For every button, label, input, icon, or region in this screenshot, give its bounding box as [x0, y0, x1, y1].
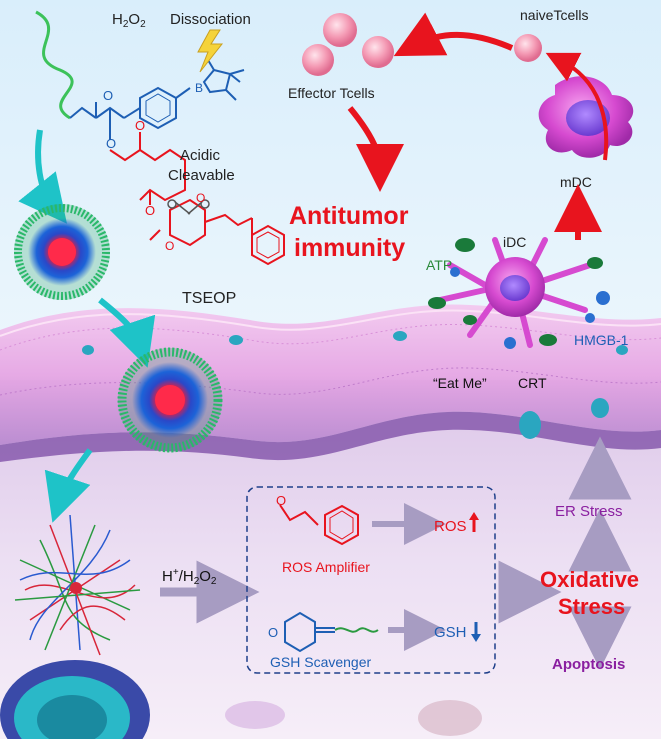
- effector-tcells: [302, 13, 394, 76]
- gsh-label: GSH: [434, 624, 467, 641]
- chem-atom-o4: O: [145, 203, 155, 218]
- polymer-chain: [35, 10, 74, 120]
- eat-me-label: “Eat Me”: [433, 375, 487, 391]
- h2o2-label: H2O2: [112, 11, 146, 30]
- ros-amplifier-o: O: [276, 493, 286, 508]
- reaction-box: [246, 486, 496, 674]
- flow-arrow-1: [18, 129, 67, 224]
- gsh-scavenger-structure: [284, 611, 379, 653]
- ros-amplifier-label: ROS Amplifier: [282, 559, 370, 575]
- organelle-mitochondria: [225, 701, 285, 729]
- micelle-1: [14, 204, 110, 300]
- gsh-scavenger-o: O: [268, 625, 278, 640]
- atp-molecules: [428, 238, 603, 346]
- chem-atom-o3: O: [135, 118, 145, 133]
- chem-atom-o5: O: [165, 239, 174, 253]
- apoptosis-label: Apoptosis: [552, 656, 625, 673]
- atp-label: ATP: [426, 257, 452, 273]
- mdc-label: mDC: [560, 174, 592, 190]
- ros-up-arrowhead-icon: [469, 512, 479, 520]
- oxidative-label: Oxidative: [540, 567, 639, 592]
- tseop-label: TSEOP: [182, 290, 236, 307]
- cell-membrane: [0, 304, 661, 462]
- gsh-down-arrowhead-icon: [471, 634, 481, 642]
- arrow-mdc-to-naive: [545, 52, 609, 161]
- arrow-effector-to-immunity: [347, 106, 404, 192]
- crt-proteins: [82, 331, 628, 439]
- er-stress-label: ER Stress: [555, 503, 623, 520]
- chem-atom-b: B: [195, 81, 203, 95]
- acidic-label: Acidic: [180, 147, 221, 164]
- gsh-scavenger-label: GSH Scavenger: [270, 654, 371, 670]
- chem-atom-o6: O: [196, 191, 205, 205]
- antitumor-label: Antitumor: [289, 202, 409, 230]
- ros-amplifier-structure: [279, 504, 359, 546]
- organelle-nucleus: [0, 660, 150, 739]
- flow-arrow-3: [44, 448, 93, 523]
- naive-tcells-label: naiveTcells: [520, 7, 588, 23]
- ros-label: ROS: [434, 518, 467, 535]
- immunity-label: immunity: [294, 234, 405, 262]
- immature-dendritic-cell: [437, 237, 593, 348]
- cleavable-label: Cleavable: [168, 167, 235, 184]
- micelle-2: [117, 347, 223, 453]
- crt-label: CRT: [518, 375, 547, 391]
- effector-tcells-label: Effector Tcells: [288, 85, 375, 101]
- naive-tcell: [514, 34, 542, 62]
- flow-arrow-2: [98, 297, 156, 368]
- chem-atom-o2: O: [106, 136, 116, 151]
- stress-label: Stress: [558, 594, 625, 619]
- chem-atom-o1: O: [103, 88, 113, 103]
- tseop-structure: [69, 59, 285, 266]
- organelle-golgi: [418, 700, 482, 736]
- hmgb1-molecules: [450, 267, 610, 349]
- lightning-icon: [197, 29, 224, 73]
- disassembled-micelle: [14, 514, 141, 656]
- dissociation-label: Dissociation: [170, 11, 251, 28]
- mature-dendritic-cell: [538, 76, 634, 158]
- trigger-label: H+/H2O2: [162, 567, 217, 587]
- arrow-naive-to-effector: [393, 12, 514, 57]
- hmgb1-label: HMGB-1: [574, 332, 629, 348]
- scissors-icon: [167, 199, 210, 215]
- idc-label: iDC: [503, 234, 526, 250]
